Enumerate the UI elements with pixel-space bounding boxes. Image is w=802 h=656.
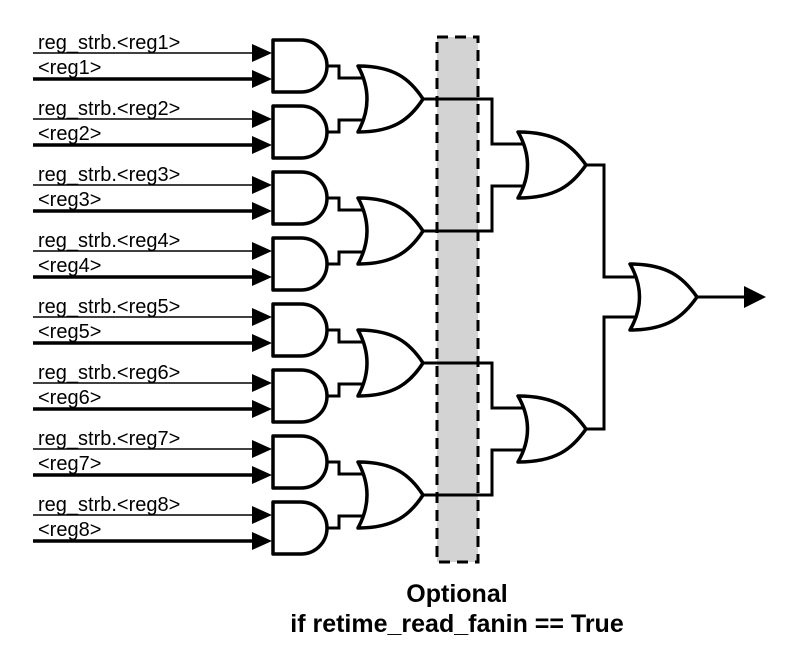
wire-or4-to-or-lower xyxy=(423,448,532,497)
input-label-reg: <reg2> xyxy=(38,123,101,145)
arrowhead-icon xyxy=(252,242,272,260)
input-label-strb: reg_strb.<reg8> xyxy=(38,494,180,516)
arrowhead-icon xyxy=(252,374,272,392)
arrowhead-icon xyxy=(252,110,272,128)
input-label-reg: <reg6> xyxy=(38,387,101,409)
input-group-reg1: reg_strb.<reg1> <reg1> xyxy=(33,32,272,88)
input-label-reg: <reg3> xyxy=(38,189,101,211)
input-label-reg: <reg5> xyxy=(38,321,101,343)
arrowhead-icon xyxy=(252,506,272,524)
wire-or1-to-or-upper xyxy=(423,97,532,146)
and-gate-6 xyxy=(271,368,329,424)
wire-or-upper-to-final xyxy=(586,163,645,279)
and-gate-4 xyxy=(271,236,329,292)
and-gate-3 xyxy=(271,170,329,226)
input-label-strb: reg_strb.<reg1> xyxy=(38,32,180,54)
wire-and5-to-or3 xyxy=(328,328,372,344)
input-label-reg: <reg8> xyxy=(38,519,101,541)
input-label-reg: <reg4> xyxy=(38,255,101,277)
or-gate-stage2-3 xyxy=(356,328,425,398)
or-gate-stage3-upper xyxy=(516,130,588,200)
input-group-reg6: reg_strb.<reg6> <reg6> xyxy=(33,362,272,418)
wire-and3-to-or2 xyxy=(328,196,372,212)
input-group-reg8: reg_strb.<reg8> <reg8> xyxy=(33,494,272,550)
and-gate-8 xyxy=(271,500,329,556)
arrowhead-icon xyxy=(252,70,272,88)
input-label-strb: reg_strb.<reg6> xyxy=(38,362,180,384)
input-label-strb: reg_strb.<reg5> xyxy=(38,296,180,318)
input-group-reg4: reg_strb.<reg4> <reg4> xyxy=(33,230,272,286)
arrowhead-icon xyxy=(252,466,272,484)
arrowhead-icon xyxy=(252,44,272,62)
or-gate-stage3-lower xyxy=(516,394,588,464)
input-label-reg: <reg1> xyxy=(38,57,101,79)
input-label-strb: reg_strb.<reg2> xyxy=(38,98,180,120)
or-gate-final xyxy=(628,262,699,332)
and-gate-7 xyxy=(271,434,329,490)
wire-or-lower-to-final xyxy=(586,315,645,431)
caption-condition: if retime_read_fanin == True xyxy=(290,610,624,638)
arrowhead-icon xyxy=(252,268,272,286)
wire-and1-to-or1 xyxy=(328,64,372,80)
input-label-strb: reg_strb.<reg4> xyxy=(38,230,180,252)
arrowhead-icon xyxy=(252,176,272,194)
input-label-strb: reg_strb.<reg7> xyxy=(38,428,180,450)
input-label-strb: reg_strb.<reg3> xyxy=(38,164,180,186)
input-label-reg: <reg7> xyxy=(38,453,101,475)
wire-and8-to-or4 xyxy=(328,514,372,530)
wire-and4-to-or2 xyxy=(328,250,372,266)
arrowhead-icon xyxy=(252,400,272,418)
input-group-reg3: reg_strb.<reg3> <reg3> xyxy=(33,164,272,220)
wire-or3-to-or-lower xyxy=(423,361,532,410)
or-gate-stage2-1 xyxy=(356,64,425,134)
arrowhead-icon xyxy=(252,136,272,154)
optional-dashed-box xyxy=(435,35,480,564)
or-gate-stage2-2 xyxy=(356,196,425,266)
output-arrowhead-icon xyxy=(744,286,766,308)
arrowhead-icon xyxy=(252,334,272,352)
and-gate-2 xyxy=(271,104,329,160)
input-group-reg2: reg_strb.<reg2> <reg2> xyxy=(33,98,272,154)
or-gate-stage2-4 xyxy=(356,460,425,530)
and-gate-5 xyxy=(271,302,329,358)
wire-or2-to-or-upper xyxy=(423,184,532,233)
arrowhead-icon xyxy=(252,308,272,326)
wire-and7-to-or4 xyxy=(328,460,372,476)
input-group-reg5: reg_strb.<reg5> <reg5> xyxy=(33,296,272,352)
caption-optional: Optional xyxy=(406,580,507,608)
input-group-reg7: reg_strb.<reg7> <reg7> xyxy=(33,428,272,484)
and-gate-1 xyxy=(271,38,329,94)
arrowhead-icon xyxy=(252,440,272,458)
arrowhead-icon xyxy=(252,202,272,220)
wire-and2-to-or1 xyxy=(328,118,372,134)
wire-and6-to-or3 xyxy=(328,382,372,398)
arrowhead-icon xyxy=(252,532,272,550)
